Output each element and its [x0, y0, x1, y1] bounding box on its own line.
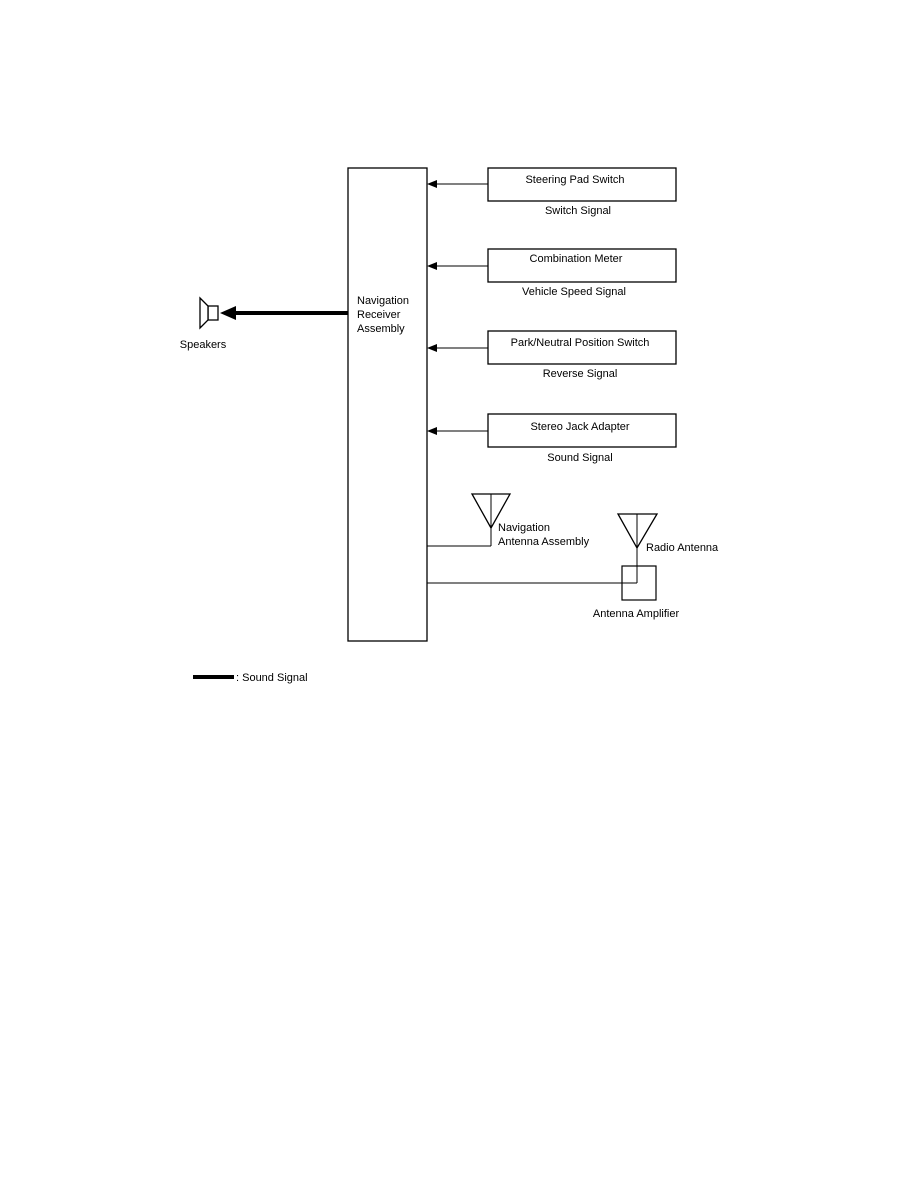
legend: : Sound Signal	[193, 672, 308, 684]
receiver-label-line-2: Receiver	[357, 309, 401, 321]
steering-pad-switch-box	[487, 167, 677, 202]
vehicle-speed-arrowhead	[427, 262, 437, 270]
switch-signal-label: Switch Signal	[545, 205, 611, 217]
park-neutral-switch-label: Park/Neutral Position Switch	[511, 337, 650, 349]
reverse-signal-label: Reverse Signal	[543, 368, 618, 380]
speakers-label: Speakers	[180, 339, 227, 351]
navigation-antenna-label-line-2: Antenna Assembly	[498, 536, 590, 548]
speakers: Speakers	[180, 296, 348, 351]
input-park-neutral-position-switch: Park/Neutral Position Switch Reverse Sig…	[427, 330, 677, 380]
stereo-jack-adapter-box	[487, 413, 677, 448]
navigation-antenna-label-line-1: Navigation	[498, 522, 550, 534]
receiver-box	[347, 167, 428, 642]
combination-meter-box	[487, 248, 677, 283]
reverse-signal-arrowhead	[427, 344, 437, 352]
vehicle-speed-signal-label: Vehicle Speed Signal	[522, 286, 626, 298]
input-steering-pad-switch: Steering Pad Switch Switch Signal	[427, 167, 677, 217]
radio-antenna-group: Radio Antenna Antenna Amplifier	[427, 513, 719, 620]
stereo-jack-adapter-label: Stereo Jack Adapter	[530, 421, 629, 433]
navigation-antenna-icon	[470, 493, 512, 546]
speaker-arrowhead	[220, 306, 236, 320]
receiver-label-line-3: Assembly	[357, 323, 405, 335]
radio-antenna-label: Radio Antenna	[646, 542, 719, 554]
switch-signal-arrowhead	[427, 180, 437, 188]
speaker-icon	[199, 296, 219, 330]
navigation-receiver-assembly: Navigation Receiver Assembly	[347, 167, 428, 642]
navigation-antenna-assembly: Navigation Antenna Assembly	[427, 493, 590, 548]
legend-label: : Sound Signal	[236, 672, 308, 684]
receiver-label-line-1: Navigation	[357, 295, 409, 307]
radio-antenna-icon	[616, 513, 659, 583]
input-combination-meter: Combination Meter Vehicle Speed Signal	[427, 248, 677, 298]
sound-signal-label: Sound Signal	[547, 452, 612, 464]
antenna-amplifier-label: Antenna Amplifier	[593, 608, 680, 620]
steering-pad-switch-label: Steering Pad Switch	[525, 174, 624, 186]
input-stereo-jack-adapter: Stereo Jack Adapter Sound Signal	[427, 413, 677, 464]
combination-meter-label: Combination Meter	[530, 253, 623, 265]
sound-signal-arrowhead	[427, 427, 437, 435]
